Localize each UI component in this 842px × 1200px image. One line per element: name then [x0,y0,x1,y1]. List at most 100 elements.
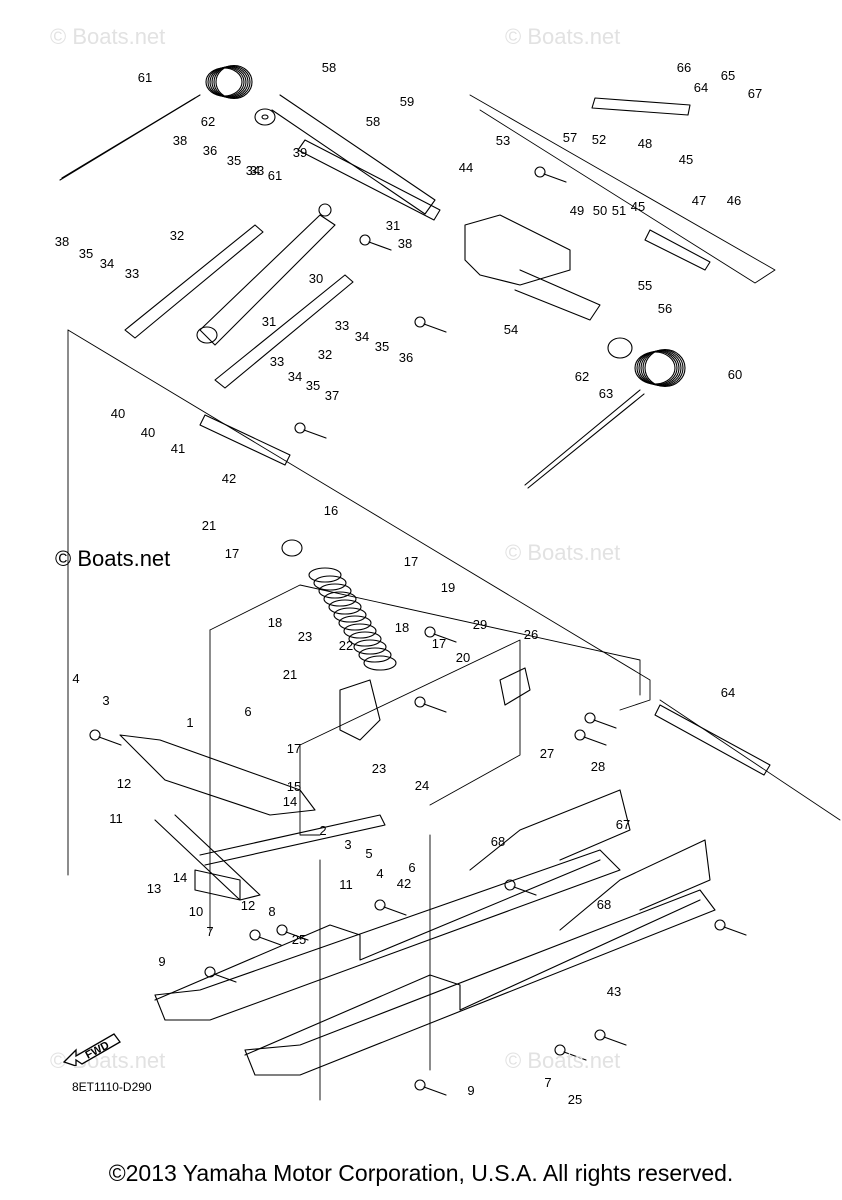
part-callout-number: 9 [158,954,165,969]
rail-bracket [559,839,711,931]
spring-arm [527,393,645,489]
part-callout-number: 67 [616,817,630,832]
part-callout-number: 20 [456,650,470,665]
bracket-22 [339,679,381,741]
part-callout-number: 11 [109,811,123,826]
part-callout-number: 41 [171,441,185,456]
part-callout-number: 32 [170,228,184,243]
part-callout-number: 42 [397,876,411,891]
torsion-spring [205,67,243,97]
part-callout-number: 53 [496,133,510,148]
fwd-label: FWD [84,1039,112,1061]
part-callout-number: 3 [102,693,109,708]
part-callout-number: 61 [138,70,152,85]
torsion-spring [215,64,253,100]
part-callout-number: 34 [100,256,114,271]
part-callout-number: 40 [111,406,125,421]
rod-2 [199,814,386,866]
part-callout-number: 40 [141,425,155,440]
part-callout-number: 9 [467,1083,474,1098]
bolt-head [204,966,216,978]
part-callout-number: 1 [186,715,193,730]
part-callout-number: 64 [721,685,735,700]
part-callout-number: 18 [395,620,409,635]
part-callout-number: 24 [415,778,429,793]
watermark: © Boats.net [505,1048,621,1073]
part-callout-number: 29 [473,617,487,632]
part-callout-number: 52 [592,132,606,147]
part-callout-number: 65 [721,68,735,83]
part-callout-number: 10 [189,904,203,919]
rail-bracket [469,789,631,871]
part-callout-number: 17 [432,636,446,651]
coil-spring [333,607,367,623]
coil-spring [328,599,362,615]
coil-spring [308,567,342,583]
part-callout-number: 7 [206,924,213,939]
part-callout-number: 43 [607,984,621,999]
bolt-shank [258,936,282,946]
part-callout-number: 38 [173,133,187,148]
part-callout-number: 32 [318,347,332,362]
part-callout-number: 35 [227,153,241,168]
diagram-code: 8ET1110-D290 [72,1080,152,1094]
bolt-shank [383,906,407,916]
part-callout-number: 34 [355,329,369,344]
part-callout-number: 19 [441,580,455,595]
part-callout-number: 39 [293,145,307,160]
pin [591,97,691,116]
bolt-head [276,924,288,936]
bolt-head [414,696,426,708]
rail-frame [244,899,701,1056]
part-callout-number: 63 [599,386,613,401]
bolt-shank [563,1051,587,1061]
bushing-10 [194,869,241,901]
suspension-arm [119,734,316,816]
bolt-shank [433,633,457,643]
part-callout-number: 21 [202,518,216,533]
slide-rail [244,889,716,1076]
part-callout-number: 23 [298,629,312,644]
torsion-spring [209,66,247,98]
part-callout-number: 18 [268,615,282,630]
assembly-boundary-line [67,329,651,711]
bolt-shank [423,1086,447,1096]
part-callout-number: 27 [540,746,554,761]
part-callout-number: 28 [591,759,605,774]
part-callout-number: 60 [728,367,742,382]
bracket-arm [514,269,601,321]
bolt-head [584,712,596,724]
watermark-strong: © Boats.net [55,546,171,571]
part-callout-number: 38 [398,236,412,251]
part-callout-number: 68 [597,897,611,912]
part-callout-number: 66 [677,60,691,75]
torsion-spring [207,66,245,98]
coil-spring [338,615,372,631]
assembly-boundary-line [209,584,641,696]
shock-absorber [199,214,336,346]
shock-eye [196,326,218,344]
watermark: © Boats.net [50,24,166,49]
part-callout-number: 62 [575,369,589,384]
washer [254,108,276,126]
bolt-head [594,1029,606,1041]
bolt-head [554,1044,566,1056]
bolt-head [534,166,546,178]
bolt-shank [368,241,392,251]
coil-spring [323,591,357,607]
suspension-arm [154,814,261,901]
part-callout-number: 7 [544,1075,551,1090]
part-callout-number: 17 [404,554,418,569]
bolt-shank [583,736,607,746]
bolt-head [424,626,436,638]
part-callout-number: 25 [568,1092,582,1107]
coil-spring [318,583,352,599]
part-callout-number: 12 [117,776,131,791]
bolt-head [574,729,586,741]
part-callout-number: 21 [283,667,297,682]
link-arm [214,274,354,389]
bolt-shank [213,973,237,983]
bolt-shank [285,931,309,941]
